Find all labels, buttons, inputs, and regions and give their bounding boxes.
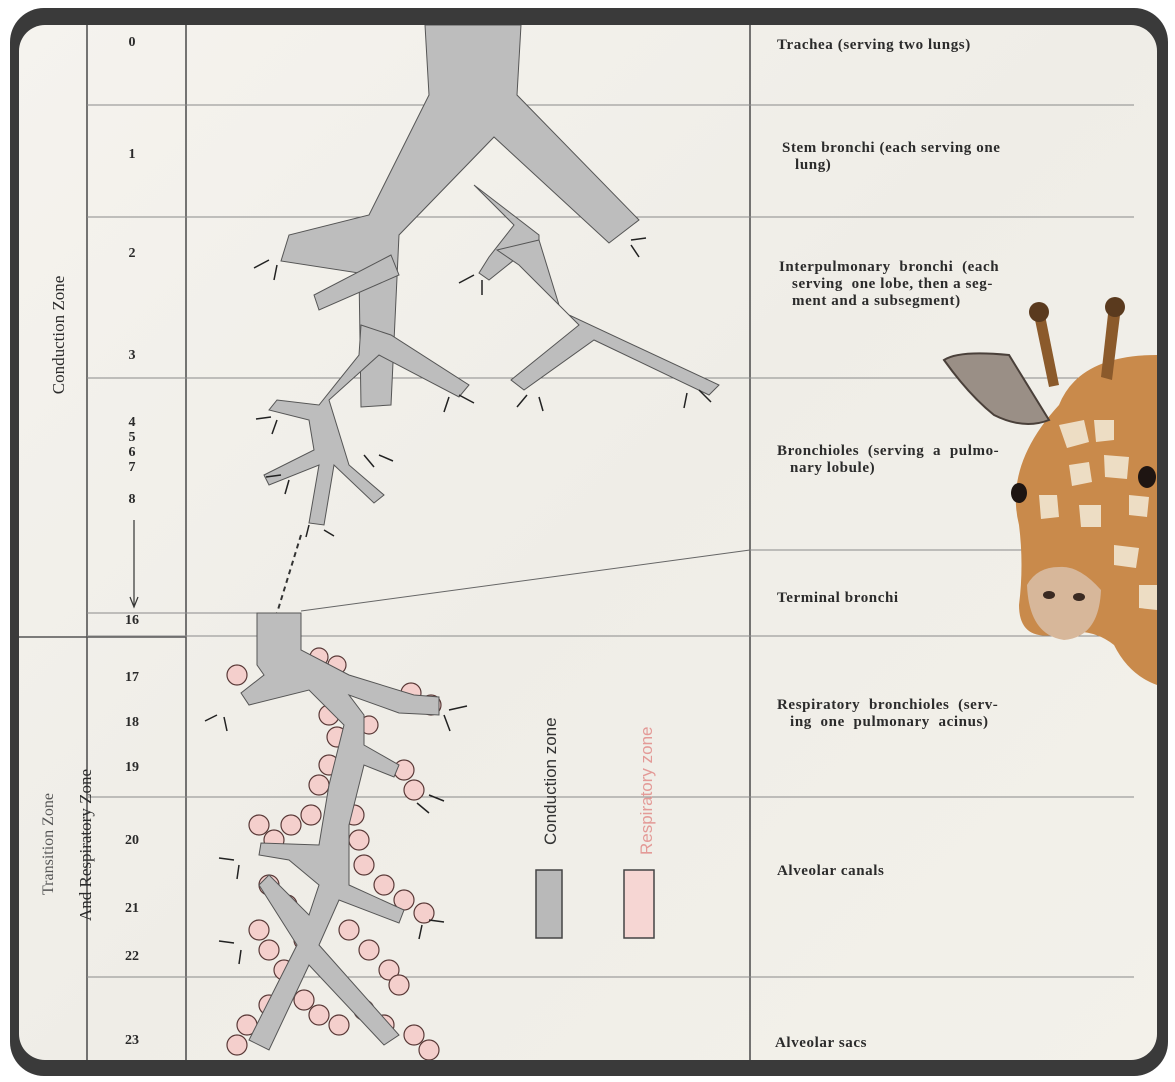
generation-16: 16 [117, 613, 147, 629]
desc-respiratory-bronchioles: Respiratory bronchioles (serv- ing one p… [777, 697, 998, 731]
generation-20: 20 [117, 833, 147, 849]
generation-19: 19 [117, 760, 147, 776]
airway-diagram [19, 25, 1157, 1060]
generation-22: 22 [117, 949, 147, 965]
legend-conduction-label: Conduction zone [541, 725, 561, 845]
desc-alveolar-canals: Alveolar canals [777, 863, 884, 880]
generation-2: 2 [117, 246, 147, 262]
legend-respiratory-label: Respiratory zone [637, 725, 657, 855]
generation-23: 23 [117, 1033, 147, 1049]
desc-interpulmonary: Interpulmonary bronchi (each serving one… [779, 259, 999, 310]
generation-1: 1 [117, 147, 147, 163]
desc-terminal-bronchi: Terminal bronchi [777, 590, 899, 607]
transitional-zone-label-line1: Transition Zone [40, 744, 58, 944]
legend-respiratory-box [624, 870, 654, 938]
conduction-tree [264, 25, 719, 525]
legend-conduction-box [536, 870, 562, 938]
generation-8: 8 [117, 492, 147, 508]
respiratory-zone-label: And Respiratory Zone [76, 740, 96, 950]
generation-4: 4 [117, 415, 147, 431]
generation-0: 0 [117, 35, 147, 51]
desc-bronchioles: Bronchioles (serving a pulmo- nary lobul… [777, 443, 999, 477]
diagram-sheet: Conduction Zone Transition Zone And Resp… [19, 25, 1157, 1060]
conduction-zone-label: Conduction Zone [49, 235, 69, 435]
generation-3: 3 [117, 348, 147, 364]
generation-18: 18 [117, 715, 147, 731]
generation-6: 6 [117, 445, 147, 461]
desc-alveolar-sacs: Alveolar sacs [775, 1035, 867, 1052]
desc-trachea: Trachea (serving two lungs) [777, 37, 971, 54]
desc-stem-bronchi: Stem bronchi (each serving one lung) [782, 140, 1001, 174]
generation-5: 5 [117, 430, 147, 446]
generation-7: 7 [117, 460, 147, 476]
giraffe-head-image [944, 297, 1157, 685]
generation-17: 17 [117, 670, 147, 686]
generation-21: 21 [117, 901, 147, 917]
